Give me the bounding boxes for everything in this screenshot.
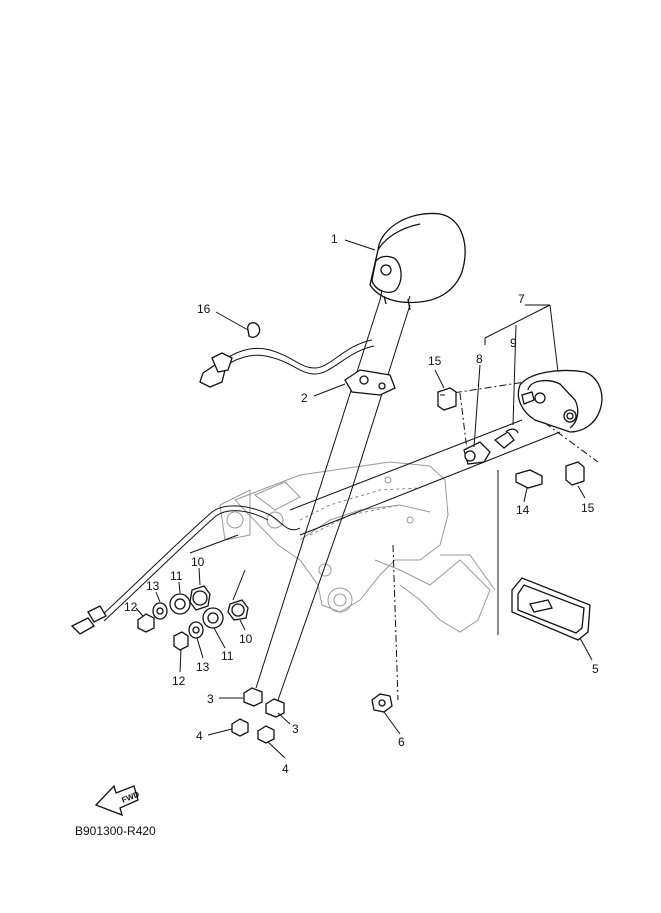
callout-labels: 1 2 3 3 4 4 5 6 7 8 9 10 10 11 11 12 12 … bbox=[124, 232, 599, 776]
callout-2: 2 bbox=[301, 391, 308, 405]
callout-3a: 3 bbox=[207, 692, 214, 706]
part-4-nut-a bbox=[231, 718, 249, 737]
leader-lines bbox=[135, 239, 593, 759]
callout-14: 14 bbox=[516, 503, 530, 517]
callout-8: 8 bbox=[476, 352, 483, 366]
part-12-nut-a bbox=[137, 613, 155, 633]
callout-9: 9 bbox=[510, 336, 517, 350]
callout-6: 6 bbox=[398, 735, 405, 749]
part-15-cushion-a bbox=[437, 387, 457, 411]
part-10-collar-a bbox=[189, 585, 211, 611]
part-7-license-lamp bbox=[517, 369, 603, 433]
part-11-grommet-b bbox=[202, 607, 224, 629]
part-5-reflector bbox=[511, 577, 591, 641]
callout-12a: 12 bbox=[124, 600, 138, 614]
frame-ghost bbox=[219, 461, 496, 633]
part-14-block bbox=[515, 469, 543, 489]
part-15-cushion-b bbox=[565, 461, 585, 486]
callout-4a: 4 bbox=[196, 729, 203, 743]
callout-1: 1 bbox=[331, 232, 338, 246]
callout-13b: 13 bbox=[196, 660, 210, 674]
callout-11b: 11 bbox=[221, 649, 234, 663]
callout-4b: 4 bbox=[282, 762, 289, 776]
callout-10b: 10 bbox=[239, 632, 253, 646]
callout-15a: 15 bbox=[428, 354, 442, 368]
part-16-wire-harness bbox=[199, 322, 375, 388]
part-13-washer-a bbox=[152, 602, 168, 620]
drawing-code: B901300-R420 bbox=[75, 824, 156, 838]
callout-7: 7 bbox=[518, 292, 525, 306]
callout-13a: 13 bbox=[146, 579, 160, 593]
part-3-collar-a bbox=[243, 687, 263, 707]
part-8-socket bbox=[463, 441, 491, 465]
assembly-lines bbox=[189, 299, 599, 701]
callout-12b: 12 bbox=[172, 674, 186, 688]
callout-3b: 3 bbox=[292, 722, 299, 736]
fwd-arrow-icon: FWD bbox=[94, 784, 141, 817]
part-1-tail-lamp bbox=[369, 212, 466, 311]
callout-5: 5 bbox=[592, 662, 599, 676]
part-13-washer-b bbox=[188, 621, 204, 639]
part-3-collar-b bbox=[265, 698, 285, 718]
part-6-nut bbox=[371, 693, 393, 713]
callout-10a: 10 bbox=[191, 555, 205, 569]
signal-lead-wire bbox=[70, 505, 301, 635]
callout-15b: 15 bbox=[581, 501, 595, 515]
callout-11a: 11 bbox=[170, 569, 183, 583]
part-10-collar-b bbox=[227, 599, 249, 621]
part-9-bulb bbox=[493, 428, 519, 449]
part-12-nut-b bbox=[173, 631, 189, 651]
part-11-grommet-a bbox=[169, 593, 191, 615]
part-4-nut-b bbox=[257, 725, 275, 744]
part-2-bracket bbox=[344, 369, 396, 396]
callout-16: 16 bbox=[197, 302, 211, 316]
